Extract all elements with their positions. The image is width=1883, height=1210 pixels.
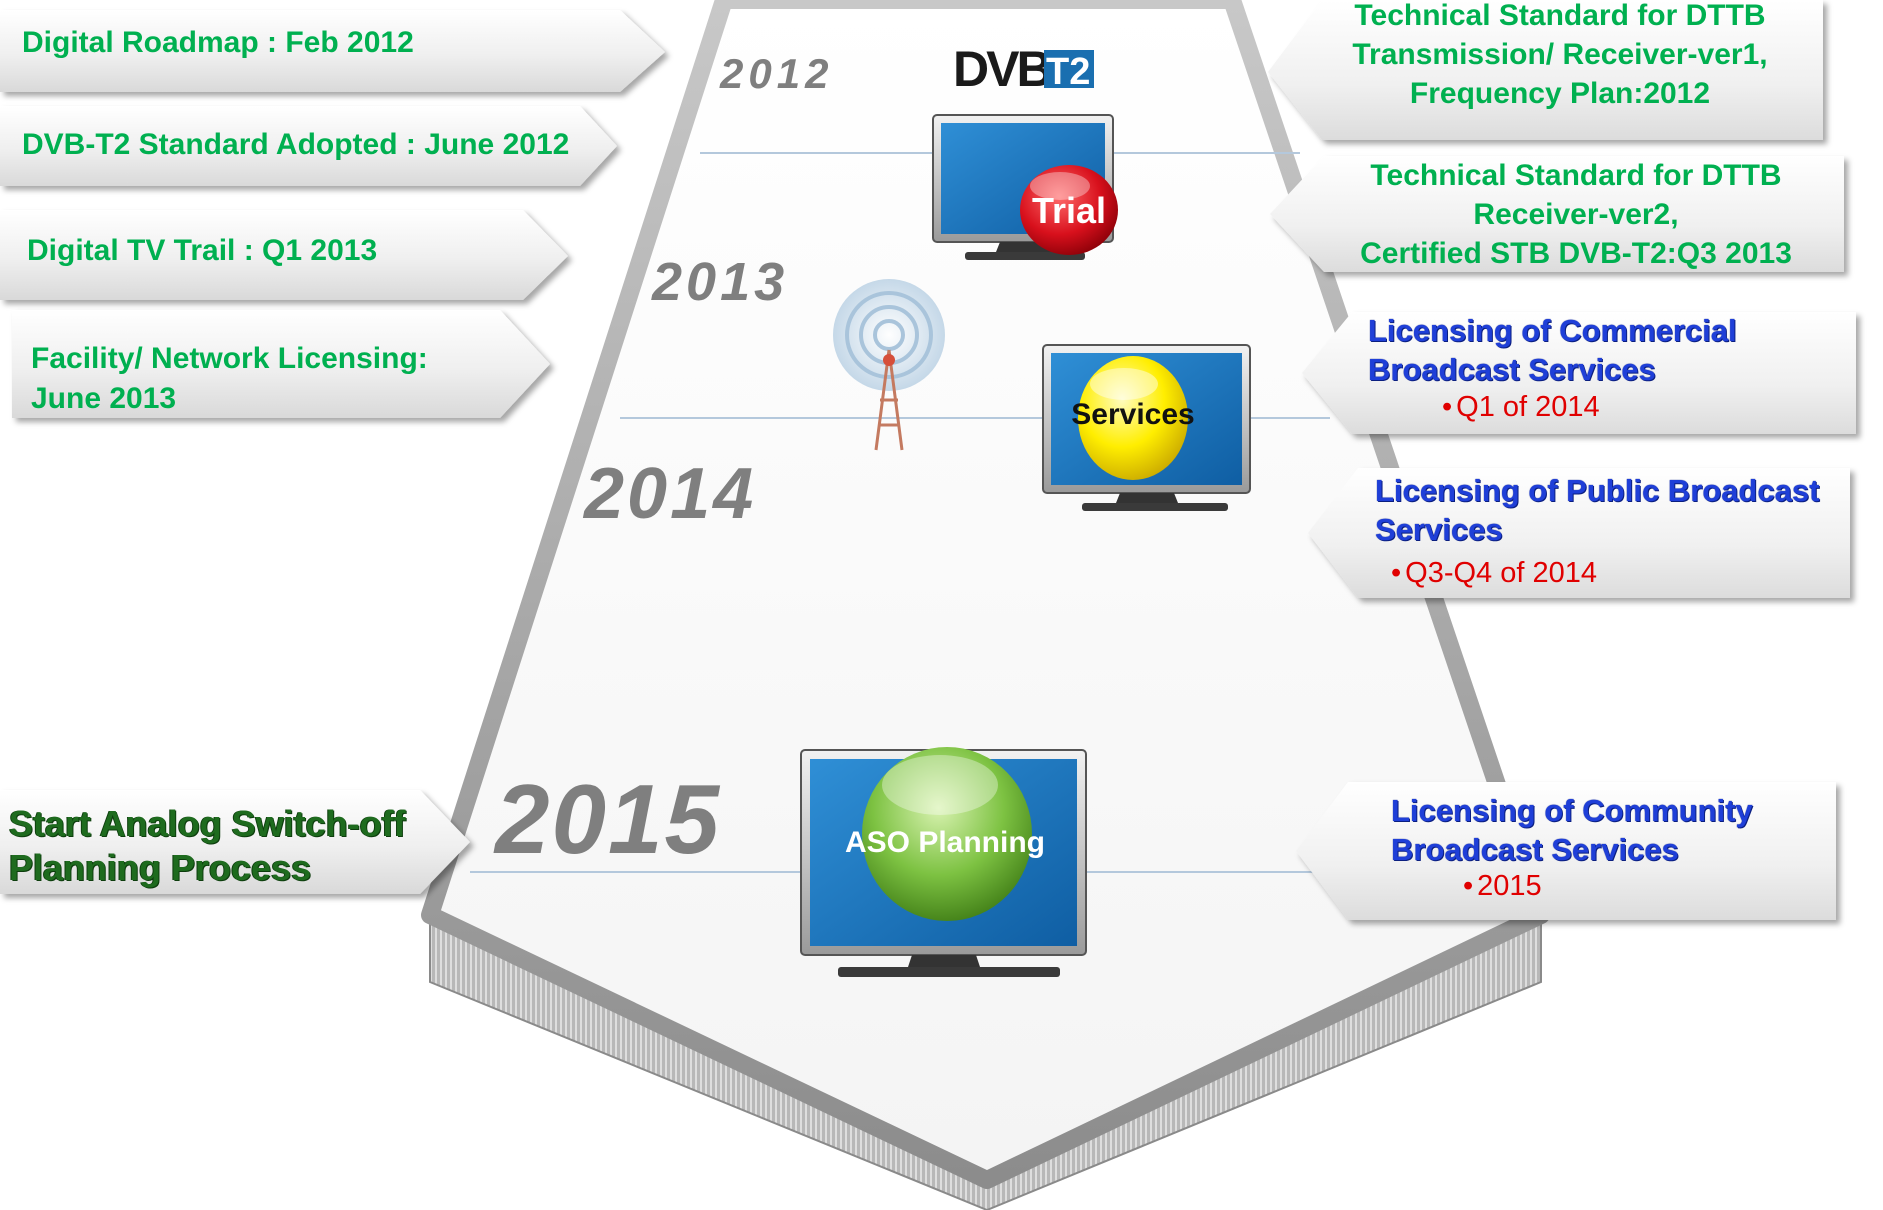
tech-standard-ver1-line2: Transmission/ Receiver-ver1, xyxy=(1352,38,1768,71)
public-licensing-line1: Licensing of Public Broadcast xyxy=(1375,473,1820,508)
community-licensing-line1: Licensing of Community xyxy=(1391,793,1753,828)
milestone-analog-switch-off-line1: Start Analog Switch-off xyxy=(9,803,406,844)
services-badge-label: Services xyxy=(1071,398,1195,431)
year-label-2014: 2014 xyxy=(584,454,757,534)
t2-logo-box xyxy=(1044,50,1094,88)
milestone-digital-roadmap: Digital Roadmap : Feb 2012 xyxy=(22,26,414,59)
right-callout-shapes xyxy=(1268,0,1856,920)
community-licensing-bullet: •2015 xyxy=(1463,870,1542,902)
commercial-licensing-line1: Licensing of Commercial xyxy=(1368,313,1737,348)
milestone-digital-tv-trial: Digital TV Trail : Q1 2013 xyxy=(27,234,378,267)
community-licensing-line2: Broadcast Services xyxy=(1391,832,1679,867)
commercial-licensing-line2: Broadcast Services xyxy=(1368,352,1656,387)
milestone-analog-switch-off-line2: Planning Process xyxy=(9,847,312,888)
tech-standard-ver2-line3: Certified STB DVB-T2:Q3 2013 xyxy=(1360,237,1792,270)
commercial-licensing-bullet: •Q1 of 2014 xyxy=(1442,391,1600,423)
milestone-facility-licensing: Facility/ Network Licensing: June 2013 xyxy=(31,339,428,419)
milestone-technical-standard-ver2: Technical Standard for DTTB Receiver-ver… xyxy=(1316,156,1836,273)
year-label-2015: 2015 xyxy=(495,764,722,874)
tv-trial-icon xyxy=(932,114,1118,260)
left-callout-shapes xyxy=(0,10,665,894)
milestone-facility-licensing-line2: June 2013 xyxy=(31,382,177,415)
aso-planning-badge-label: ASO Planning xyxy=(844,826,1045,859)
t2-logo-text: T2 xyxy=(1046,51,1090,93)
dvb-t2-logo: DVB T2 xyxy=(953,41,1094,97)
year-label-2012: 2012 xyxy=(720,50,834,97)
dvb-logo-text: DVB xyxy=(953,41,1050,97)
milestone-facility-licensing-line1: Facility/ Network Licensing: xyxy=(31,342,428,375)
public-licensing-line2: Services xyxy=(1375,512,1503,547)
milestone-public-licensing: Licensing of Public Broadcast Services •… xyxy=(1375,471,1819,597)
milestone-commercial-licensing: Licensing of Commercial Broadcast Servic… xyxy=(1368,311,1737,425)
tech-standard-ver1-line3: Frequency Plan:2012 xyxy=(1409,77,1711,110)
tech-standard-ver2-line2: Receiver-ver2, xyxy=(1473,198,1679,231)
tech-standard-ver1-line1: Technical Standard for DTTB xyxy=(1354,0,1766,32)
public-licensing-bullet: •Q3-Q4 of 2014 xyxy=(1391,557,1597,589)
community-licensing-bullet-text: 2015 xyxy=(1477,870,1542,902)
public-licensing-bullet-text: Q3-Q4 of 2014 xyxy=(1405,557,1597,589)
year-label-2013: 2013 xyxy=(652,252,789,312)
commercial-licensing-bullet-text: Q1 of 2014 xyxy=(1456,391,1600,423)
tv-services-icon xyxy=(1042,344,1251,511)
milestone-analog-switch-off: Start Analog Switch-off Planning Process xyxy=(9,802,406,890)
milestone-community-licensing: Licensing of Community Broadcast Service… xyxy=(1391,791,1753,903)
tech-standard-ver2-line1: Technical Standard for DTTB xyxy=(1370,159,1782,192)
roadmap-road xyxy=(421,0,1550,1210)
milestone-technical-standard-ver1: Technical Standard for DTTB Transmission… xyxy=(1300,0,1820,113)
milestone-dvbt2-adopted: DVB-T2 Standard Adopted : June 2012 xyxy=(22,128,570,161)
trial-badge-label: Trial xyxy=(1031,190,1107,231)
tv-aso-planning-icon xyxy=(800,747,1087,977)
antenna-tower-icon xyxy=(833,279,945,451)
